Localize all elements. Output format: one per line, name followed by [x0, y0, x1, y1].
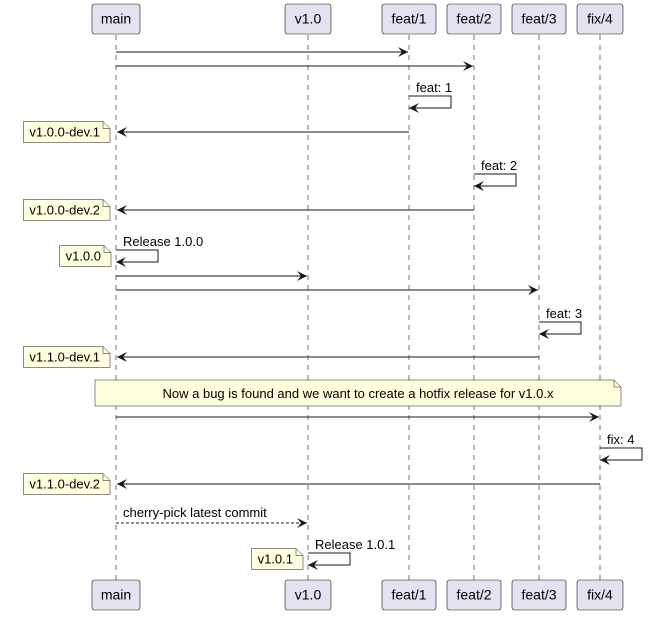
self-arrow: [474, 173, 517, 191]
note-text: v1.1.0-dev.1: [29, 350, 100, 365]
version-note: v1.0.1: [251, 548, 304, 570]
message-main-to-v10: cherry-pick latest commit: [116, 505, 307, 528]
participant-box: [446, 579, 502, 611]
message-feat1-to-feat1: feat: 1: [409, 80, 452, 113]
version-note: v1.1.0-dev.2: [23, 473, 111, 495]
note-box: [23, 473, 111, 495]
note-text: v1.1.0-dev.2: [29, 477, 100, 492]
note-text: v1.0.0: [66, 249, 101, 264]
message-fix4-to-fix4: fix: 4: [600, 432, 643, 465]
participant-label: feat/2: [456, 11, 491, 27]
participant-v10-top: v1.0: [284, 3, 332, 35]
participant-box: [91, 3, 141, 35]
participant-box: [284, 579, 332, 611]
participant-label: feat/3: [521, 11, 556, 27]
participant-box: [511, 579, 567, 611]
participant-box: [381, 3, 437, 35]
message-v10-to-v10: Release 1.0.1: [308, 537, 395, 570]
participant-v10-bottom: v1.0: [284, 579, 332, 611]
participant-feat3-bottom: feat/3: [511, 579, 567, 611]
participant-label: main: [101, 587, 131, 603]
message-label: feat: 3: [546, 306, 582, 321]
note-fold: [295, 548, 303, 556]
note-text: v1.0.0-dev.2: [29, 203, 100, 218]
participant-label: feat/2: [456, 587, 491, 603]
participant-label: feat/3: [521, 587, 556, 603]
participant-feat1-top: feat/1: [381, 3, 437, 35]
participant-feat2-bottom: feat/2: [446, 579, 502, 611]
note-box: [251, 548, 304, 570]
self-arrow: [409, 95, 452, 113]
participant-label: feat/1: [391, 11, 426, 27]
message-main-to-main: Release 1.0.0: [116, 234, 203, 267]
participant-label: main: [101, 11, 131, 27]
message-label: Release 1.0.1: [315, 537, 395, 552]
version-note: v1.0.0-dev.1: [23, 121, 111, 143]
participant-box: [381, 579, 437, 611]
note-text: v1.0.0-dev.1: [29, 125, 100, 140]
participant-box: [511, 3, 567, 35]
message-label: Release 1.0.0: [123, 234, 203, 249]
participant-main-top: main: [91, 3, 141, 35]
message-label: fix: 4: [607, 432, 634, 447]
self-arrow: [539, 321, 582, 339]
message-feat3-to-feat3: feat: 3: [539, 306, 582, 339]
participant-fix4-top: fix/4: [576, 3, 624, 35]
message-label: cherry-pick latest commit: [123, 505, 267, 520]
self-arrow: [116, 249, 159, 267]
note-box: [23, 346, 111, 368]
note-fold: [102, 199, 110, 207]
note-box: [23, 199, 111, 221]
self-arrow: [600, 447, 643, 465]
participant-feat2-top: feat/2: [446, 3, 502, 35]
message-label: feat: 1: [416, 80, 452, 95]
participant-label: feat/1: [391, 587, 426, 603]
note-fold: [102, 346, 110, 354]
participant-box: [91, 579, 141, 611]
banner-fold: [613, 380, 621, 388]
self-arrow: [308, 552, 351, 570]
participant-box: [576, 579, 624, 611]
participant-label: fix/4: [587, 11, 613, 27]
note-text: v1.0.1: [258, 552, 293, 567]
note-fold: [102, 121, 110, 129]
message-feat2-to-feat2: feat: 2: [474, 158, 517, 191]
participant-label: fix/4: [587, 587, 613, 603]
note-fold: [103, 245, 111, 253]
version-note: v1.1.0-dev.1: [23, 346, 111, 368]
banner-box: [94, 379, 622, 407]
note-fold: [102, 473, 110, 481]
version-note: v1.0.0: [59, 245, 112, 267]
message-label: feat: 2: [481, 158, 517, 173]
participant-box: [576, 3, 624, 35]
participant-feat1-bottom: feat/1: [381, 579, 437, 611]
participant-label: v1.0: [295, 587, 322, 603]
banner-text: Now a bug is found and we want to create…: [163, 386, 554, 401]
participant-fix4-bottom: fix/4: [576, 579, 624, 611]
participant-main-bottom: main: [91, 579, 141, 611]
participant-feat3-top: feat/3: [511, 3, 567, 35]
participant-box: [446, 3, 502, 35]
banner-note: Now a bug is found and we want to create…: [94, 379, 622, 407]
note-box: [23, 121, 111, 143]
note-box: [59, 245, 112, 267]
participant-box: [284, 3, 332, 35]
version-note: v1.0.0-dev.2: [23, 199, 111, 221]
participant-label: v1.0: [295, 11, 322, 27]
